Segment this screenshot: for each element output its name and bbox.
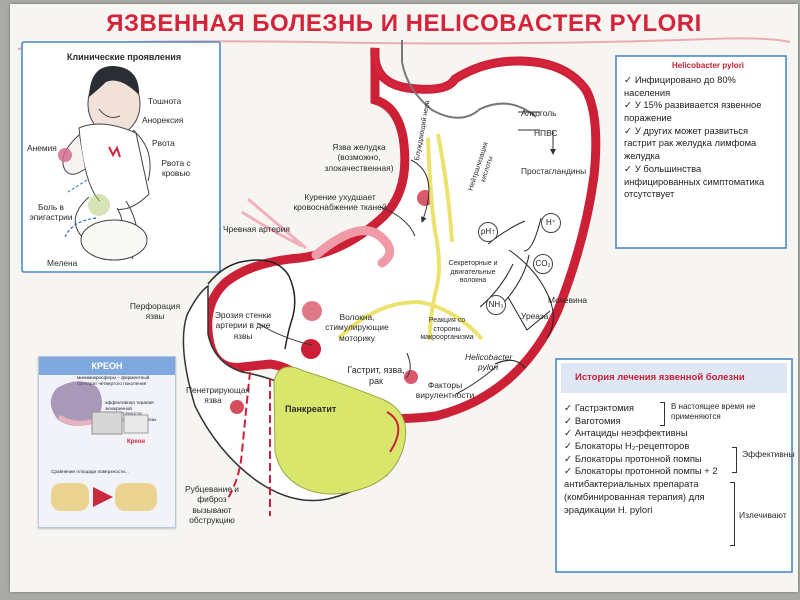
label-melena: Мелена <box>47 258 78 268</box>
co2-chip: CO₂ <box>533 254 553 274</box>
ad-brand: Креон <box>127 439 145 445</box>
label-gastritis-ulcer-cancer: Гастрит, язва, рак <box>347 365 405 386</box>
ph-chip: pH↑ <box>478 222 498 242</box>
brace-cure <box>730 482 735 546</box>
label-smoking: Курение ухудшает кровоснабжение тканей <box>293 192 387 213</box>
hp-title: Helicobacter pylori <box>672 61 745 70</box>
label-celiac-artery: Чревная артерия <box>223 224 290 234</box>
label-urea: Мочевина <box>548 295 587 305</box>
history-item-4: ✓Блокаторы H₂-рецепторов <box>564 440 690 452</box>
label-motor-fibers: Волокна, стимулирующие моторику <box>325 312 389 343</box>
note-old-methods: В настоящее время не применяются <box>671 402 756 421</box>
hp-item-3: ✓У других может развиться гастрит рак же… <box>624 124 757 162</box>
clinical-title: Клинические проявления <box>66 52 182 62</box>
label-hematemesis: Рвота с кровью <box>161 158 191 179</box>
hp-item-2: ✓У 15% развивается язвенное поражение <box>624 99 762 124</box>
ad-text-2: Сравнение площади поверхности... <box>51 469 129 474</box>
label-nausea: Тошнота <box>148 96 182 106</box>
history-list: ✓Гастрэктомия ✓Ваготомия ✓Антациды неэфф… <box>564 402 742 516</box>
label-scarring: Рубцевание и фиброз вызывают обструкцию <box>184 484 239 525</box>
label-prostaglandins: Простагландины <box>521 166 587 176</box>
hp-list: ✓Инфицировано до 80% населения ✓У 15% ра… <box>624 74 779 201</box>
brace-effective <box>732 447 737 473</box>
h-ion-chip: H⁺ <box>541 213 561 233</box>
poster: ЯЗВЕННАЯ БОЛЕЗНЬ И HELICOBACTER PYLORI К… <box>10 4 798 592</box>
label-virulence: Факторы вирулентности <box>415 380 475 401</box>
history-title-bar <box>561 363 787 393</box>
hp-item-1: ✓Инфицировано до 80% населения <box>624 74 736 98</box>
label-pancreatitis: Панкреатит <box>285 404 337 414</box>
label-secretory-fibers: Секреторные и двигательные волокна <box>448 260 498 285</box>
label-anemia: Анемия <box>27 143 57 153</box>
label-epigastric-pain: Боль в эпигастрии <box>29 202 73 223</box>
label-h-pylori: Helicobacter pylori <box>465 352 513 373</box>
history-panel <box>555 358 793 573</box>
label-alcohol: Алкоголь <box>521 108 557 118</box>
history-item-2: ✓Ваготомия <box>564 414 621 426</box>
ad-illustration <box>50 381 157 511</box>
history-title: История лечения язвенной болезни <box>575 372 745 383</box>
label-perforation: Перфорация язвы <box>129 301 181 322</box>
creon-ad: КРЕОН минимикросферы – ферментный препар… <box>38 356 176 528</box>
poster-svg <box>17 37 793 573</box>
label-stomach-ulcer: Язва желудка (возможно, злокачественная) <box>324 142 394 173</box>
label-urease: Уреаза <box>521 311 549 321</box>
note-cure: Излечивают <box>739 510 787 520</box>
label-arterial-erosion: Эрозия стенки артерии в дне язвы <box>214 310 272 341</box>
brace-old <box>660 402 665 426</box>
child-figure <box>58 65 151 261</box>
history-item-3: ✓Антациды неэффективны <box>564 427 688 439</box>
label-anorexia: Анорексия <box>142 115 184 125</box>
history-item-5: ✓Блокаторы протонной помпы <box>564 452 702 464</box>
note-effective: Эффективны <box>742 449 795 459</box>
label-penetrating-ulcer: Пенетрирующая язва <box>186 385 250 406</box>
label-vomiting: Рвота <box>152 138 175 148</box>
stomach-diagram <box>182 40 601 516</box>
label-nsaid: НПВС <box>534 128 558 138</box>
ad-subtitle: минимикросферы – ферментный препарат чет… <box>77 375 150 386</box>
poster-title: ЯЗВЕННАЯ БОЛЕЗНЬ И HELICOBACTER PYLORI <box>106 10 702 37</box>
nh3-chip: NH₃ <box>486 295 506 315</box>
history-item-6: ✓Блокаторы протонной помпы + 2 антибакте… <box>564 465 718 515</box>
label-host-response: Реакция со стороны макроорганизма <box>420 317 474 342</box>
history-item-1: ✓Гастрэктомия <box>564 402 634 413</box>
hp-item-4: ✓У большинства инфицированных симптомати… <box>624 162 765 200</box>
hp-panel <box>615 55 787 249</box>
ad-title: КРЕОН <box>39 357 175 375</box>
